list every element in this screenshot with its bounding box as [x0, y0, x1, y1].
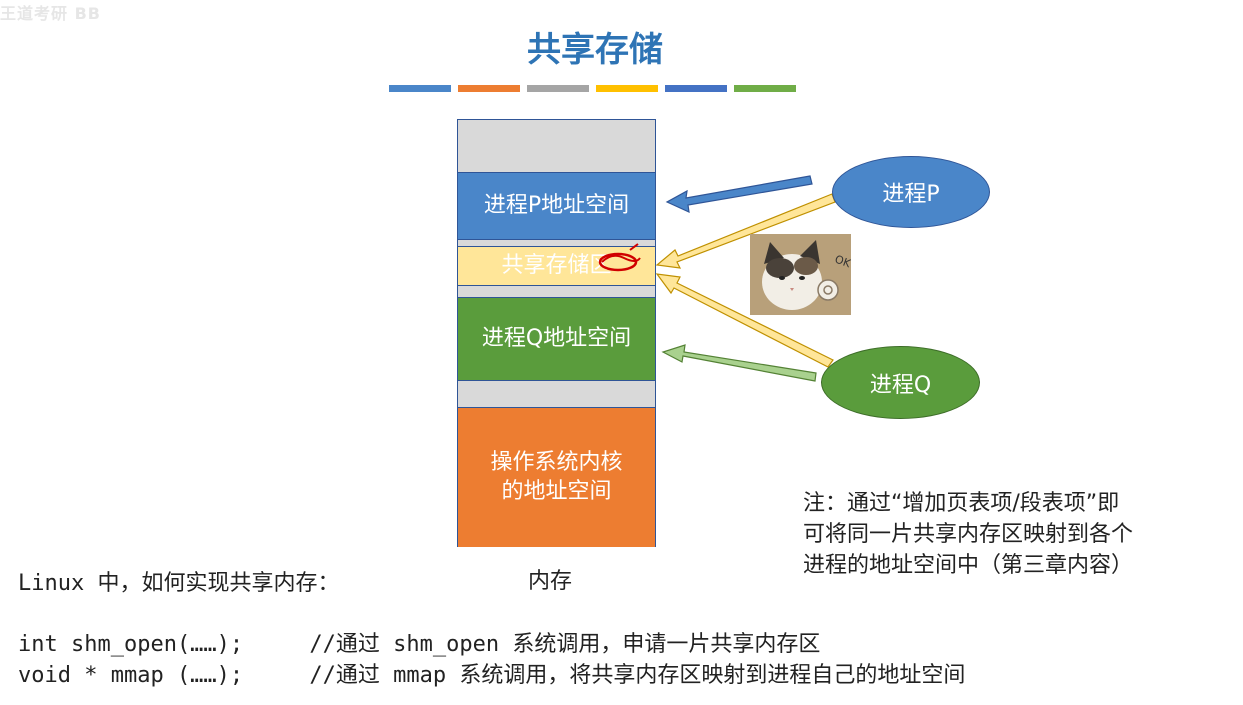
- os-segment-line1: 操作系统内核: [490, 449, 623, 475]
- cat-ok-sticker-image: OK: [750, 234, 851, 315]
- color-bar-5: [665, 85, 727, 92]
- note-line2: 可将同一片共享内存区映射到各个: [803, 522, 1134, 547]
- memory-block: 进程P地址空间 共享存储区 进程Q地址空间 操作系统内核 的地址空间: [457, 119, 656, 547]
- code-line-mmap: void * mmap (……); //通过 mmap 系统调用，将共享内存区映…: [18, 663, 966, 688]
- process-p-address-space: 进程P地址空间: [458, 172, 655, 240]
- color-bar-3: [527, 85, 589, 92]
- memory-label: 内存: [528, 569, 573, 594]
- process-p-ellipse: 进程P: [832, 156, 990, 228]
- arrow-q-to-shared: [655, 273, 834, 368]
- note-line1: 注：通过“增加页表项/段表项”即: [803, 491, 1120, 516]
- color-bar-2: [458, 85, 520, 92]
- linux-heading: Linux 中，如何实现共享内存：: [18, 571, 340, 596]
- color-bar-1: [389, 85, 451, 92]
- shared-memory-region: 共享存储区: [458, 246, 655, 286]
- code-line-shm-open: int shm_open(……); //通过 shm_open 系统调用，申请一…: [18, 632, 821, 657]
- watermark: 王道考研 BB: [0, 4, 101, 23]
- arrow-p-to-shared: [655, 193, 836, 269]
- process-q-address-space: 进程Q地址空间: [458, 297, 655, 381]
- color-bar-4: [596, 85, 658, 92]
- process-q-ellipse: 进程Q: [821, 346, 980, 419]
- arrow-p-to-p-space: [665, 175, 813, 213]
- slide-title: 共享存储: [527, 30, 663, 70]
- note-text: 注：通过“增加页表项/段表项”即 可将同一片共享内存区映射到各个 进程的地址空间…: [803, 488, 1223, 581]
- arrow-q-to-q-space: [661, 344, 817, 382]
- os-segment-line2: 的地址空间: [501, 478, 612, 504]
- red-scribble-mark: [598, 243, 641, 272]
- os-kernel-address-space: 操作系统内核 的地址空间: [458, 407, 655, 547]
- note-line3: 进程的地址空间中（第三章内容）: [803, 553, 1134, 578]
- cat-ok-text: OK: [833, 253, 851, 271]
- color-bar-6: [734, 85, 796, 92]
